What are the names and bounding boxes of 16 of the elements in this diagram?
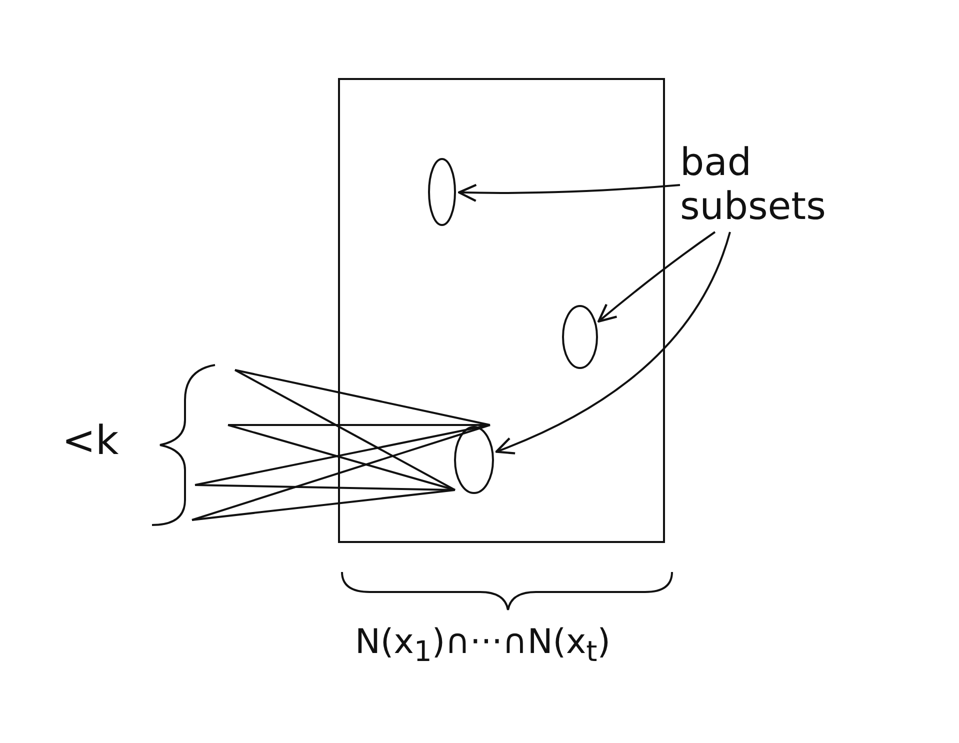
line [234, 369, 456, 491]
line [192, 489, 456, 521]
line [228, 424, 456, 491]
set-rectangle [338, 78, 665, 543]
line [194, 424, 490, 486]
subset-ellipse [454, 426, 494, 494]
arrow [458, 184, 680, 202]
line [234, 369, 490, 426]
arrow [597, 231, 716, 323]
set-label: N(x$_{1}$)∩···∩N(x$_{t}$) [355, 622, 611, 668]
note-text: bad subsets [680, 140, 895, 232]
line [192, 424, 490, 521]
subset-ellipse [562, 305, 598, 369]
subset-ellipse [428, 158, 456, 226]
arrow [495, 232, 731, 454]
size-label: <k [62, 418, 119, 464]
